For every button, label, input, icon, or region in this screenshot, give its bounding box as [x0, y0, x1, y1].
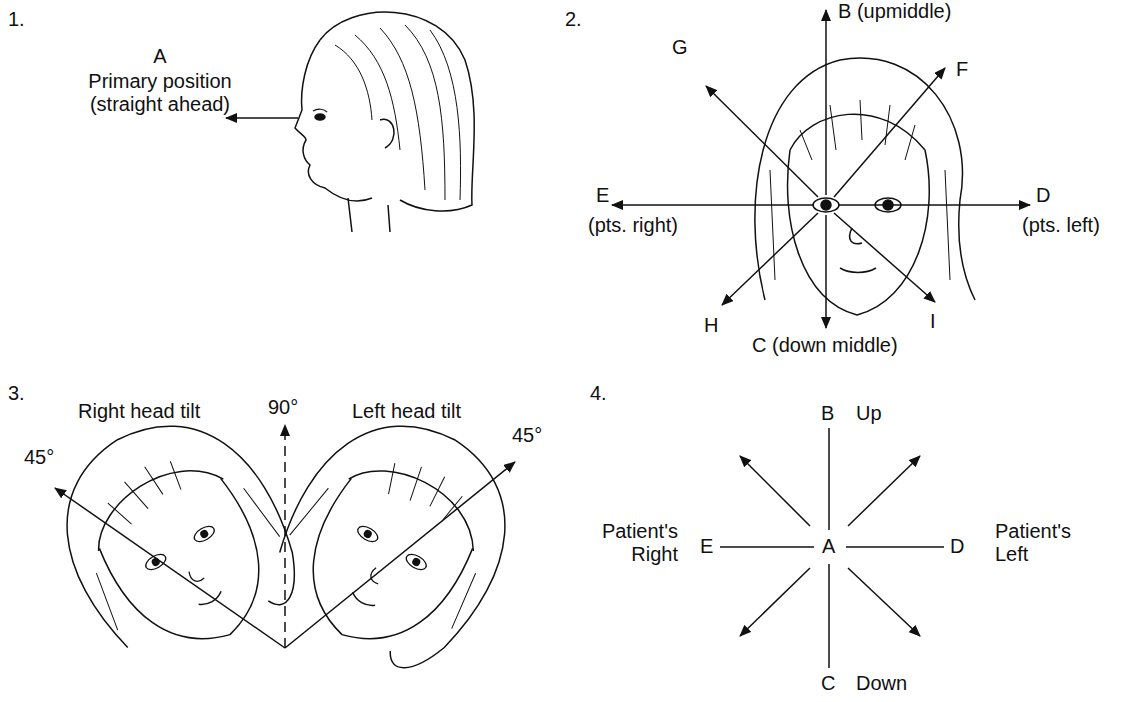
profile-head	[295, 40, 372, 201]
gaze-label: Up	[856, 402, 882, 425]
gaze-letter: B	[821, 402, 834, 425]
front-face	[790, 114, 925, 150]
profile-head	[335, 25, 461, 200]
angle-label: 45°	[512, 424, 542, 447]
direction-letter: I	[930, 310, 936, 333]
gaze-letter: E	[700, 535, 713, 558]
profile-head	[313, 109, 327, 112]
position-letter: A	[110, 45, 210, 68]
gaze-chart	[740, 568, 810, 636]
direction-letter: E	[596, 184, 609, 207]
tilt-angle-lines	[55, 488, 285, 648]
front-face	[755, 58, 975, 315]
tilt-angle-lines	[55, 425, 515, 648]
gaze-arrows	[834, 213, 935, 302]
gaze-chart	[828, 428, 830, 530]
gaze-arrows	[706, 86, 818, 197]
profile-head	[320, 12, 474, 211]
front-face	[813, 198, 839, 212]
direction-letter: F	[956, 58, 968, 81]
front-face	[770, 100, 950, 280]
head-tilt-right	[28, 388, 320, 686]
gaze-arrows	[834, 68, 945, 197]
profile-head	[315, 114, 325, 120]
gaze-letter: A	[822, 535, 835, 558]
profile-head	[380, 119, 394, 148]
tilt-label: Left head tilt	[352, 400, 461, 423]
gaze-arrows	[612, 204, 814, 206]
angle-label: 90°	[268, 396, 298, 419]
gaze-chart	[828, 564, 830, 668]
panel-number: 3.	[8, 382, 25, 405]
gaze-label: Down	[856, 672, 907, 695]
gaze-arrows	[825, 215, 827, 328]
gaze-chart	[846, 546, 944, 548]
gaze-chart	[848, 568, 920, 636]
front-face	[821, 200, 831, 210]
direction-letter: D	[1036, 184, 1050, 207]
position-caption: Primary position (straight ahead)	[75, 70, 245, 116]
direction-letter: G	[672, 36, 688, 59]
gaze-chart	[740, 456, 810, 526]
direction-label: C (down middle)	[752, 334, 898, 357]
gaze-arrows	[838, 204, 1030, 206]
gaze-arrows	[825, 10, 827, 195]
gaze-chart	[720, 546, 814, 548]
front-face	[788, 150, 930, 315]
tilt-angle-lines	[284, 425, 286, 648]
gaze-label: Patient's Left	[995, 520, 1095, 566]
gaze-chart	[720, 428, 944, 668]
panel-number: 4.	[590, 382, 607, 405]
head-tilt-left	[252, 388, 544, 686]
front-face	[840, 268, 876, 273]
direction-label: B (upmiddle)	[838, 0, 951, 23]
panel-number: 1.	[8, 8, 25, 31]
gaze-chart	[848, 456, 920, 526]
gaze-label: Patient's Right	[578, 520, 678, 566]
gaze-arrows	[612, 10, 1030, 328]
tilt-label: Right head tilt	[78, 400, 200, 423]
direction-note: (pts. left)	[1022, 214, 1100, 237]
gaze-letter: C	[821, 672, 835, 695]
direction-note: (pts. right)	[588, 214, 678, 237]
direction-letter: H	[704, 314, 718, 337]
gaze-arrows	[722, 213, 818, 305]
angle-label: 45°	[24, 446, 54, 469]
head-tilt-left	[252, 388, 544, 686]
gaze-letter: D	[950, 535, 964, 558]
head-tilt-right	[28, 388, 320, 686]
profile-head	[295, 12, 474, 232]
profile-head	[348, 198, 390, 232]
gaze-arrow	[226, 117, 298, 119]
tilt-angle-lines	[285, 462, 515, 648]
panel-number: 2.	[565, 8, 582, 31]
